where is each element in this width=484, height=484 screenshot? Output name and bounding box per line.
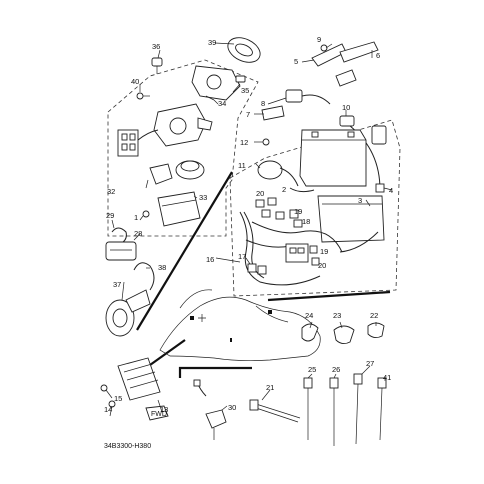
part-39-lock-cover	[227, 37, 261, 63]
part-23-clamp	[333, 325, 355, 345]
callout-38: 38	[158, 263, 166, 272]
callout-8: 8	[261, 99, 265, 108]
callout-11: 11	[238, 161, 246, 170]
part-25-cable-tie	[303, 377, 313, 440]
part-29-wire-band	[111, 227, 127, 245]
part-26-cable-tie	[329, 377, 339, 446]
divider-line-right	[267, 290, 391, 302]
part-41-cable-tie	[377, 377, 387, 441]
seat-lock-cap	[175, 160, 205, 180]
callout-10: 10	[342, 103, 350, 112]
callout-22: 22	[370, 311, 378, 320]
scooter-outline	[159, 289, 321, 362]
callout-33: 33	[199, 193, 207, 202]
lock-assembly	[153, 103, 213, 147]
callout-17: 17	[238, 252, 246, 261]
part-33-cdi-unit	[157, 191, 201, 227]
callout-2: 2	[282, 185, 286, 194]
fwd-tag-text: FWD	[151, 411, 167, 418]
part-30-sensor	[193, 379, 227, 440]
part-17-connector	[247, 263, 267, 275]
fuse-cluster-upper	[255, 197, 303, 228]
callout-27: 27	[366, 359, 374, 368]
callout-30: 30	[228, 403, 236, 412]
callout-19-upper: 19	[294, 207, 302, 216]
callout-32: 32	[107, 187, 115, 196]
callout-29: 29	[106, 211, 114, 220]
earth-lead	[339, 231, 379, 253]
part-11-relay	[257, 160, 299, 187]
callout-23: 23	[333, 311, 341, 320]
fwd-tag: FWD	[145, 405, 169, 421]
part-12-screw	[262, 138, 270, 146]
part-28-relay	[105, 241, 137, 261]
part-15-bolt	[100, 384, 108, 392]
battery-group-boundary	[229, 119, 401, 297]
fuse-cluster-lower	[309, 245, 320, 266]
callout-9: 9	[317, 35, 321, 44]
callout-15: 15	[114, 394, 122, 403]
callout-numbers: 36 39 40 35 34 9 5 6 8 7 10 12 11 2 4 3 …	[104, 35, 393, 414]
callout-5: 5	[294, 57, 298, 66]
switch-connector	[117, 129, 159, 157]
seat-lock-cylinder	[149, 163, 173, 185]
callout-16: 16	[206, 255, 214, 264]
callout-6: 6	[376, 51, 380, 60]
divider-line-lower	[149, 339, 186, 366]
part-21-lead-wire	[249, 399, 301, 423]
callout-18: 18	[302, 217, 310, 226]
callout-3: 3	[358, 196, 362, 205]
drawing-code: 34B3300-H380	[104, 443, 151, 450]
part-24-clamp	[301, 323, 319, 342]
part-2-battery-lead	[289, 187, 315, 193]
callout-35: 35	[241, 86, 249, 95]
part-22-clamp	[367, 322, 385, 339]
callout-40: 40	[131, 77, 139, 86]
part-9-bolt	[320, 44, 328, 52]
callout-37: 37	[113, 280, 121, 289]
callout-14: 14	[104, 405, 112, 414]
divider-line-upper	[136, 171, 233, 331]
callout-28: 28	[134, 229, 142, 238]
callout-34: 34	[218, 99, 226, 108]
part-38-lead	[133, 262, 155, 291]
part-13-rectifier	[117, 357, 161, 401]
callout-39: 39	[208, 38, 216, 47]
callout-24: 24	[305, 311, 313, 320]
callout-41: 41	[383, 373, 391, 382]
part-4-band	[375, 183, 385, 193]
part-36-key	[151, 57, 163, 74]
part-1-screw	[142, 210, 150, 218]
fuse-box	[285, 243, 309, 263]
callout-4: 4	[389, 186, 393, 195]
callout-12: 12	[240, 138, 248, 147]
callout-19-lower: 19	[320, 247, 328, 256]
callout-1: 1	[134, 213, 138, 222]
part-34-main-switch	[191, 65, 241, 105]
callout-26: 26	[332, 365, 340, 374]
part-8-starter-relay	[285, 89, 331, 105]
part-6-terminal-cover	[335, 41, 379, 87]
callout-13: 13	[160, 405, 168, 414]
part-37-horn	[105, 289, 151, 337]
part-40-screw	[136, 92, 150, 100]
leader-lines	[105, 42, 393, 417]
part-3-battery-box	[317, 195, 385, 243]
callout-20-lower: 20	[318, 261, 326, 270]
callout-7: 7	[246, 110, 250, 119]
callout-25: 25	[308, 365, 316, 374]
ignition-group-boundary	[107, 59, 259, 237]
part-35-bolt	[235, 75, 246, 83]
part-7-holder	[261, 105, 285, 121]
callout-36: 36	[152, 42, 160, 51]
battery	[299, 129, 367, 187]
callout-21: 21	[266, 383, 274, 392]
part-27-cable-tie	[353, 373, 363, 445]
callout-20-upper: 20	[256, 189, 264, 198]
bracket-line	[178, 366, 252, 378]
